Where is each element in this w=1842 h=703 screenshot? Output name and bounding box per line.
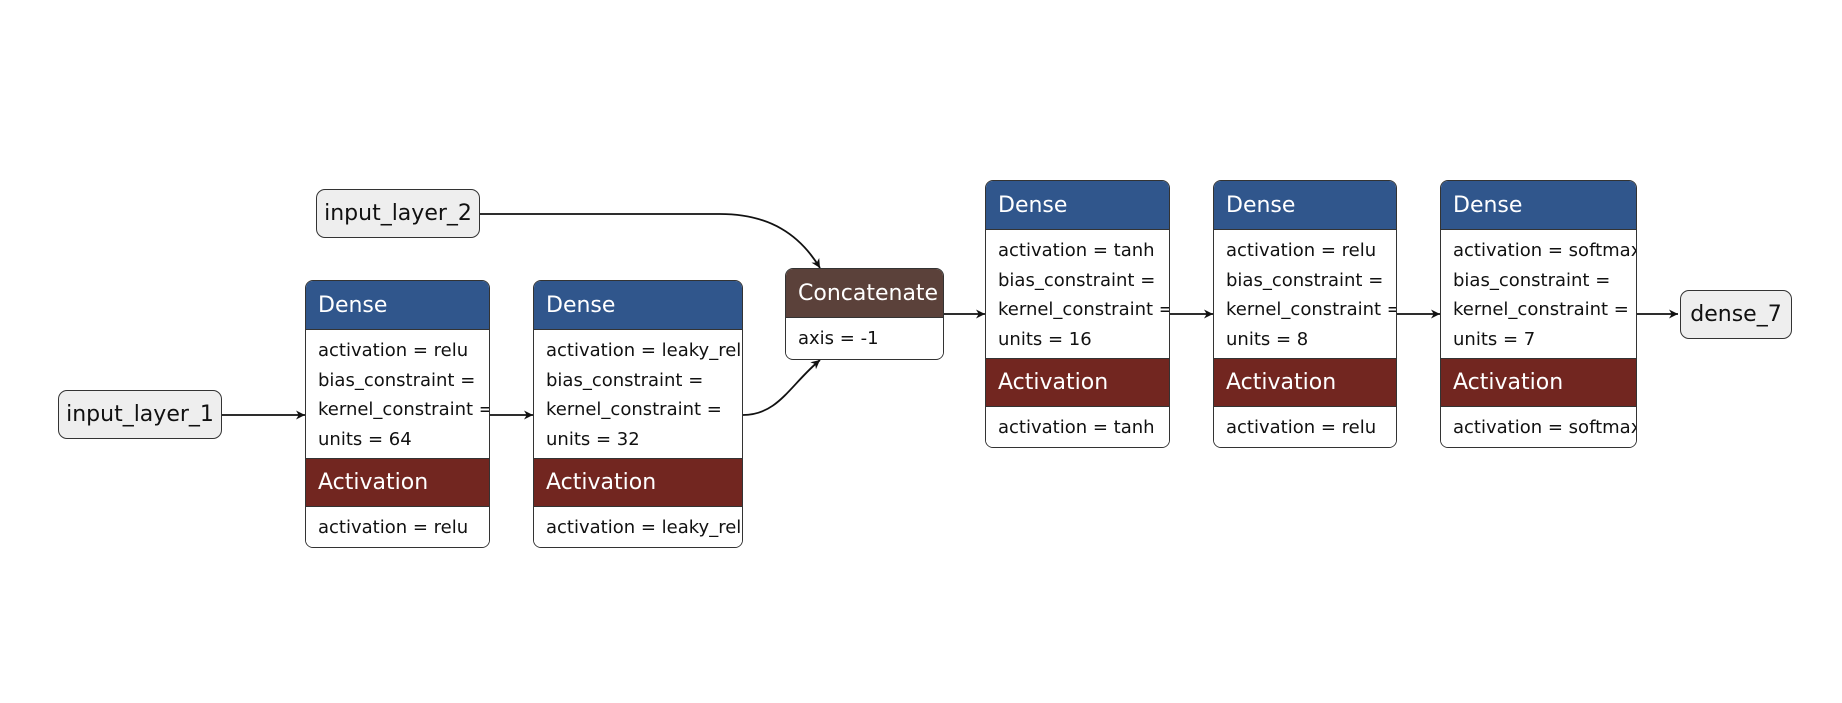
param-bias-constraint: bias_constraint = bbox=[318, 369, 476, 391]
param-activation: activation = tanh bbox=[998, 417, 1155, 438]
dense-header: Dense bbox=[1214, 181, 1396, 229]
param-activation: activation = relu bbox=[1226, 240, 1377, 261]
param-activation: activation = leaky_relu bbox=[546, 340, 743, 361]
layer-block-1: Dense activation = relu bias_constraint … bbox=[305, 280, 490, 548]
param-activation: activation = relu bbox=[318, 340, 469, 361]
param-kernel-constraint: kernel_constraint = bbox=[1453, 299, 1629, 320]
concatenate-node: Concatenate axis = -1 bbox=[785, 268, 944, 360]
dense-header: Dense bbox=[1441, 181, 1636, 229]
concatenate-params: axis = -1 bbox=[786, 317, 943, 358]
param-activation: activation = softmax bbox=[1453, 417, 1637, 438]
param-bias-constraint: bias_constraint = bbox=[1453, 269, 1611, 291]
layer-block-2: Dense activation = leaky_relu bias_const… bbox=[533, 280, 743, 548]
input-layer-2-node: input_layer_2 bbox=[316, 189, 480, 238]
output-dense-7-node: dense_7 bbox=[1680, 290, 1792, 339]
param-activation: activation = tanh bbox=[998, 240, 1155, 261]
param-activation: activation = relu bbox=[1226, 417, 1377, 438]
dense-params: activation = relu bias_constraint = kern… bbox=[1214, 229, 1396, 358]
activation-header: Activation bbox=[986, 358, 1169, 406]
param-units: units = 8 bbox=[1226, 328, 1309, 350]
param-activation: activation = softmax bbox=[1453, 240, 1637, 261]
param-bias-constraint: bias_constraint = bbox=[1226, 269, 1384, 291]
param-axis: axis = -1 bbox=[798, 328, 879, 349]
param-kernel-constraint: kernel_constraint = bbox=[318, 399, 490, 420]
param-units: units = 64 bbox=[318, 428, 412, 450]
activation-params: activation = relu bbox=[306, 506, 489, 547]
dense-params: activation = leaky_relu bias_constraint … bbox=[534, 329, 742, 458]
activation-header: Activation bbox=[1441, 358, 1636, 406]
param-kernel-constraint: kernel_constraint = bbox=[546, 399, 722, 420]
param-kernel-constraint: kernel_constraint = bbox=[1226, 299, 1397, 320]
param-activation: activation = relu bbox=[318, 517, 469, 538]
dense-header: Dense bbox=[534, 281, 742, 329]
param-kernel-constraint: kernel_constraint = bbox=[998, 299, 1170, 320]
activation-header: Activation bbox=[1214, 358, 1396, 406]
dense-header: Dense bbox=[306, 281, 489, 329]
input-layer-1-node: input_layer_1 bbox=[58, 390, 222, 439]
concatenate-header: Concatenate bbox=[786, 269, 943, 317]
edge-input2-to-concat bbox=[480, 213, 821, 269]
activation-params: activation = leaky_relu bbox=[534, 506, 742, 547]
edge-block2-to-concat bbox=[742, 359, 821, 416]
param-units: units = 32 bbox=[546, 428, 640, 450]
dense-params: activation = tanh bias_constraint = kern… bbox=[986, 229, 1169, 358]
param-bias-constraint: bias_constraint = bbox=[998, 269, 1156, 291]
dense-params: activation = softmax bias_constraint = k… bbox=[1441, 229, 1636, 358]
activation-params: activation = relu bbox=[1214, 406, 1396, 447]
dense-header: Dense bbox=[986, 181, 1169, 229]
param-activation: activation = leaky_relu bbox=[546, 517, 743, 538]
activation-params: activation = softmax bbox=[1441, 406, 1636, 447]
layer-block-4: Dense activation = relu bias_constraint … bbox=[1213, 180, 1397, 448]
activation-header: Activation bbox=[306, 458, 489, 506]
layer-block-3: Dense activation = tanh bias_constraint … bbox=[985, 180, 1170, 448]
param-units: units = 7 bbox=[1453, 328, 1536, 350]
layer-block-5: Dense activation = softmax bias_constrai… bbox=[1440, 180, 1637, 448]
activation-params: activation = tanh bbox=[986, 406, 1169, 447]
dense-params: activation = relu bias_constraint = kern… bbox=[306, 329, 489, 458]
param-units: units = 16 bbox=[998, 328, 1092, 350]
param-bias-constraint: bias_constraint = bbox=[546, 369, 704, 391]
activation-header: Activation bbox=[534, 458, 742, 506]
